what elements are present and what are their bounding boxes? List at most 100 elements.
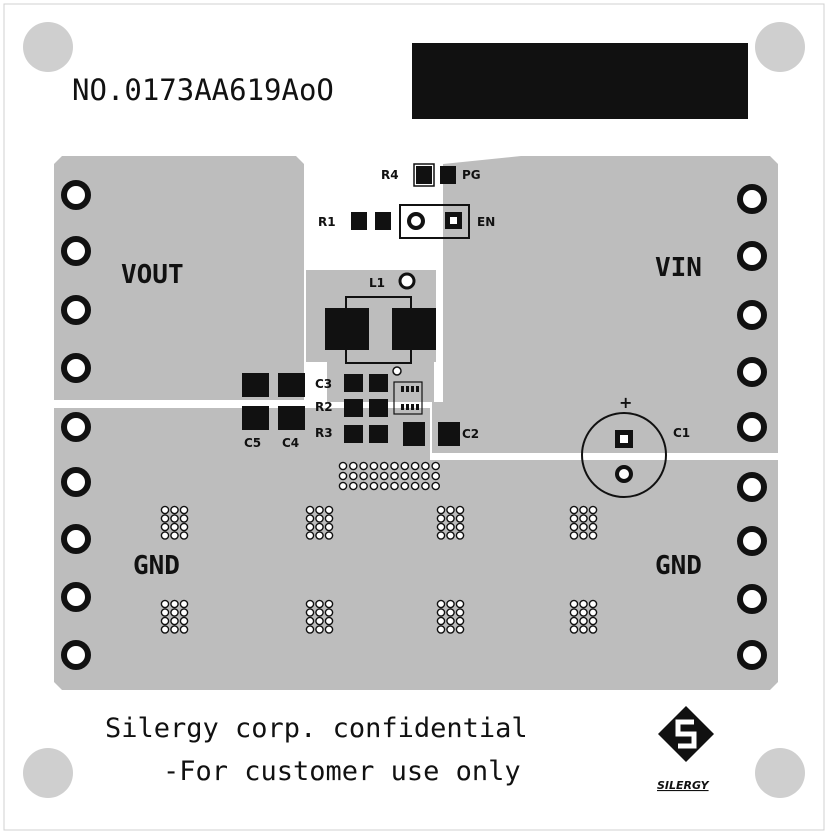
pin-gnd-4 — [61, 582, 91, 612]
via — [390, 481, 399, 491]
pin-vout-1 — [61, 180, 91, 210]
via — [400, 461, 410, 471]
via — [170, 625, 179, 634]
c3-pad-2 — [369, 374, 388, 392]
via — [305, 616, 315, 626]
via — [179, 599, 189, 609]
ic-outline — [393, 381, 423, 415]
via — [324, 599, 334, 609]
via — [421, 461, 430, 471]
pin-vin-4 — [737, 357, 767, 387]
c1-polarity-mark: + — [619, 393, 632, 412]
via — [160, 625, 170, 634]
label-c5: C5 — [244, 436, 261, 450]
pin-gnd-5 — [61, 640, 91, 670]
via — [588, 608, 598, 617]
via — [446, 599, 455, 609]
via — [170, 608, 179, 617]
ic-pin — [411, 386, 414, 392]
via — [160, 514, 170, 523]
via — [588, 625, 598, 634]
confidential-line-2: -For customer use only — [163, 756, 521, 787]
via — [446, 505, 455, 515]
via — [179, 616, 189, 626]
via — [160, 616, 170, 626]
via-field — [160, 461, 598, 634]
via — [179, 608, 189, 617]
pin-gnd-3 — [61, 524, 91, 554]
via — [579, 531, 588, 540]
via — [455, 531, 465, 540]
via — [455, 599, 465, 609]
via — [348, 481, 358, 491]
c5-pad-2 — [242, 406, 269, 430]
via — [305, 608, 315, 617]
label-c4: C4 — [282, 436, 299, 450]
via — [588, 514, 598, 523]
pin-gnd-r-3 — [737, 584, 767, 614]
via — [588, 599, 598, 609]
label-box — [412, 43, 748, 119]
via — [338, 471, 348, 481]
en-jumper-pin-2-hole — [450, 217, 457, 224]
via — [455, 514, 465, 523]
r2-pad-2 — [369, 399, 388, 417]
via — [359, 481, 368, 491]
vin-copper — [432, 156, 778, 453]
via — [315, 522, 324, 532]
r1-pad-1 — [351, 212, 367, 230]
board-outline — [3, 3, 825, 831]
label-r2: R2 — [315, 400, 333, 414]
via — [170, 599, 179, 609]
mount-hole-bottom-right — [755, 748, 805, 798]
logo-s-mark — [675, 719, 697, 749]
via — [436, 599, 446, 609]
via — [569, 531, 579, 540]
via — [436, 514, 446, 523]
via — [569, 505, 579, 515]
via — [315, 599, 324, 609]
label-r1: R1 — [318, 215, 336, 229]
via — [170, 616, 179, 626]
label-l1: L1 — [369, 276, 385, 290]
label-r4: R4 — [381, 168, 399, 182]
via — [305, 505, 315, 515]
silergy-logo: SILERGY — [657, 706, 714, 792]
ic-pin — [416, 404, 419, 410]
via — [324, 514, 334, 523]
via — [455, 625, 465, 634]
via — [369, 461, 379, 471]
via — [305, 599, 315, 609]
c5-pad-1 — [242, 373, 269, 397]
via — [369, 481, 379, 491]
r3-pad-2 — [369, 425, 388, 443]
label-vin: VIN — [655, 253, 702, 283]
via — [160, 522, 170, 532]
right-header — [737, 184, 767, 670]
via — [436, 531, 446, 540]
pin-vout-4 — [61, 353, 91, 383]
via — [446, 625, 455, 634]
via — [455, 616, 465, 626]
via — [455, 522, 465, 532]
ic-pin — [401, 404, 404, 410]
ic-pin — [411, 404, 414, 410]
via — [431, 461, 441, 471]
via — [160, 505, 170, 515]
via — [436, 608, 446, 617]
via — [579, 616, 588, 626]
r2-pad-1 — [344, 399, 363, 417]
via — [400, 471, 410, 481]
via — [305, 531, 315, 540]
pin-vout-3 — [61, 295, 91, 325]
pin-gnd-2 — [61, 467, 91, 497]
c1-pad-plus-hole — [620, 435, 628, 443]
part-number: NO.0173AA619AoO — [72, 73, 334, 107]
pin-vout-2 — [61, 236, 91, 266]
via — [421, 481, 430, 491]
pin-gnd-r-1 — [737, 472, 767, 502]
via — [446, 608, 455, 617]
r1-pad-2 — [375, 212, 391, 230]
ic-pin — [406, 404, 409, 410]
